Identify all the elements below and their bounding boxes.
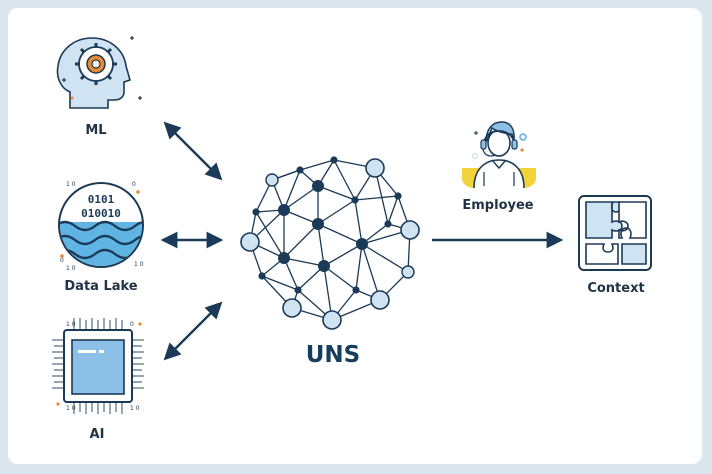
svg-text:1 0: 1 0 bbox=[66, 321, 76, 328]
employee-label: Employee bbox=[462, 198, 533, 213]
network-node bbox=[240, 232, 260, 252]
binary-bottom-text: 010010 bbox=[81, 207, 121, 220]
network-node bbox=[365, 158, 385, 178]
network-edge bbox=[317, 199, 356, 225]
network-node bbox=[330, 156, 338, 164]
network-edge bbox=[317, 185, 356, 201]
network-node bbox=[351, 196, 359, 204]
network-node bbox=[394, 192, 402, 200]
context-label: Context bbox=[587, 281, 644, 296]
network-edge bbox=[283, 257, 325, 267]
network-node bbox=[370, 290, 390, 310]
network-node bbox=[252, 208, 260, 216]
ml-label: ML bbox=[85, 123, 106, 138]
network-edge bbox=[354, 199, 363, 245]
network-edge bbox=[355, 243, 363, 291]
svg-text:0: 0 bbox=[130, 321, 134, 328]
network-edge bbox=[317, 223, 363, 245]
network-node bbox=[318, 260, 330, 272]
network-node bbox=[258, 272, 266, 280]
network-node bbox=[356, 238, 368, 250]
svg-text:0: 0 bbox=[132, 181, 136, 188]
network-node bbox=[384, 220, 392, 228]
network-edge bbox=[299, 159, 335, 171]
network-edge bbox=[323, 265, 357, 291]
network-edge bbox=[255, 211, 285, 259]
network-node bbox=[265, 173, 279, 187]
network-edge bbox=[283, 209, 319, 225]
puzzle-icon bbox=[578, 195, 652, 271]
network-node bbox=[400, 220, 420, 240]
data-lake-label: Data Lake bbox=[64, 279, 137, 294]
svg-text:0: 0 bbox=[60, 257, 64, 264]
network-node bbox=[278, 204, 290, 216]
network-edge bbox=[261, 275, 299, 291]
svg-text:1 0: 1 0 bbox=[66, 405, 76, 412]
ml-uns-arrow bbox=[163, 121, 223, 181]
network-node bbox=[312, 180, 324, 192]
network-edge bbox=[283, 169, 301, 211]
binary-top-text: 0101 bbox=[88, 193, 115, 206]
network-node bbox=[312, 218, 324, 230]
network-node bbox=[282, 298, 302, 318]
network-node bbox=[352, 286, 360, 294]
network-node bbox=[401, 265, 415, 279]
svg-text:1 0: 1 0 bbox=[134, 261, 144, 268]
network-node bbox=[294, 286, 302, 294]
network-node bbox=[296, 166, 304, 174]
svg-text:1 0: 1 0 bbox=[66, 181, 76, 188]
brain-gear-icon bbox=[56, 36, 142, 109]
network-sphere-icon bbox=[240, 156, 420, 330]
ai-uns-arrow bbox=[163, 301, 223, 361]
network-edge bbox=[354, 195, 399, 201]
employee-headset-icon bbox=[462, 121, 536, 189]
ai-chip-icon: 1 0 0 1 0 1 0 bbox=[52, 318, 144, 414]
network-edge bbox=[361, 243, 409, 273]
svg-text:1 0: 1 0 bbox=[66, 265, 76, 272]
svg-text:1 0: 1 0 bbox=[130, 405, 140, 412]
network-edge bbox=[283, 223, 319, 259]
network-node bbox=[322, 310, 342, 330]
network-edge bbox=[333, 159, 356, 201]
network-edge bbox=[387, 195, 399, 225]
ai-label: AI bbox=[90, 427, 105, 442]
network-node bbox=[278, 252, 290, 264]
network-edge bbox=[317, 223, 325, 267]
uns-label: UNS bbox=[306, 342, 361, 368]
network-edge bbox=[361, 243, 381, 301]
network-edge bbox=[323, 243, 363, 267]
network-edge bbox=[283, 185, 319, 211]
